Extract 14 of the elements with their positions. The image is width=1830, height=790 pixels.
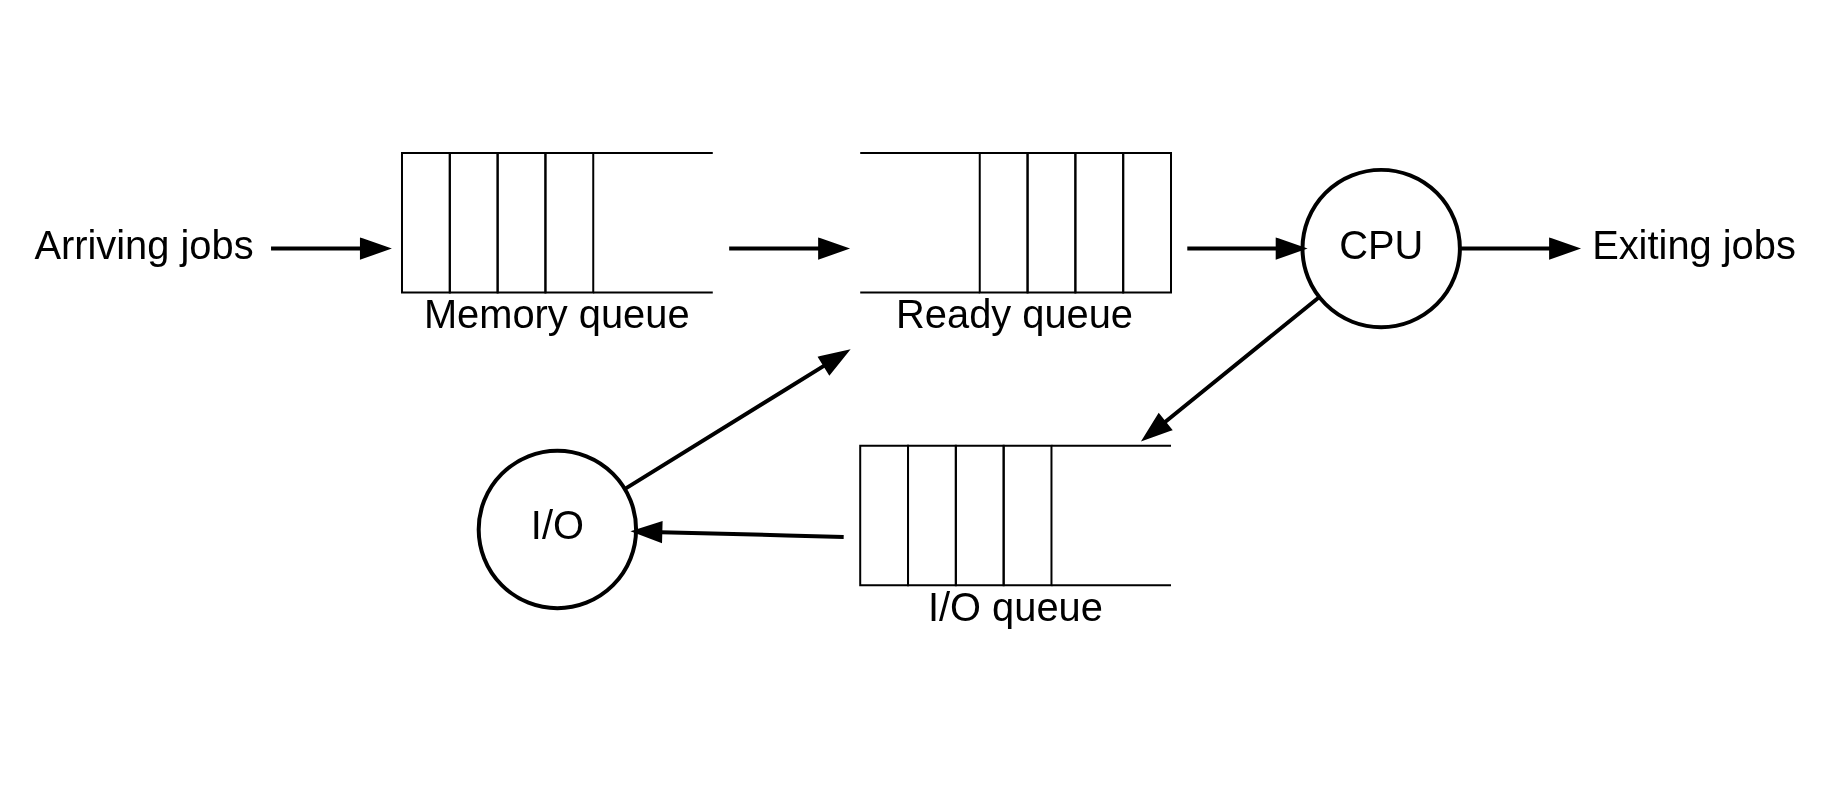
node-label: I/O queue <box>927 585 1103 630</box>
node-label: Ready queue <box>896 292 1134 337</box>
arrow <box>624 349 851 491</box>
arrow <box>1460 237 1582 260</box>
arrow <box>729 237 851 260</box>
node-text: Exiting jobs <box>1592 222 1796 267</box>
arrow <box>630 521 844 544</box>
arrow <box>271 237 392 260</box>
node-label: Memory queue <box>423 292 690 337</box>
node-text: Arriving jobs <box>34 222 254 267</box>
node-circle: I/O <box>476 448 639 611</box>
arrow <box>1140 295 1320 442</box>
arrow <box>1187 237 1308 260</box>
node-circle: CPU <box>1300 167 1462 330</box>
